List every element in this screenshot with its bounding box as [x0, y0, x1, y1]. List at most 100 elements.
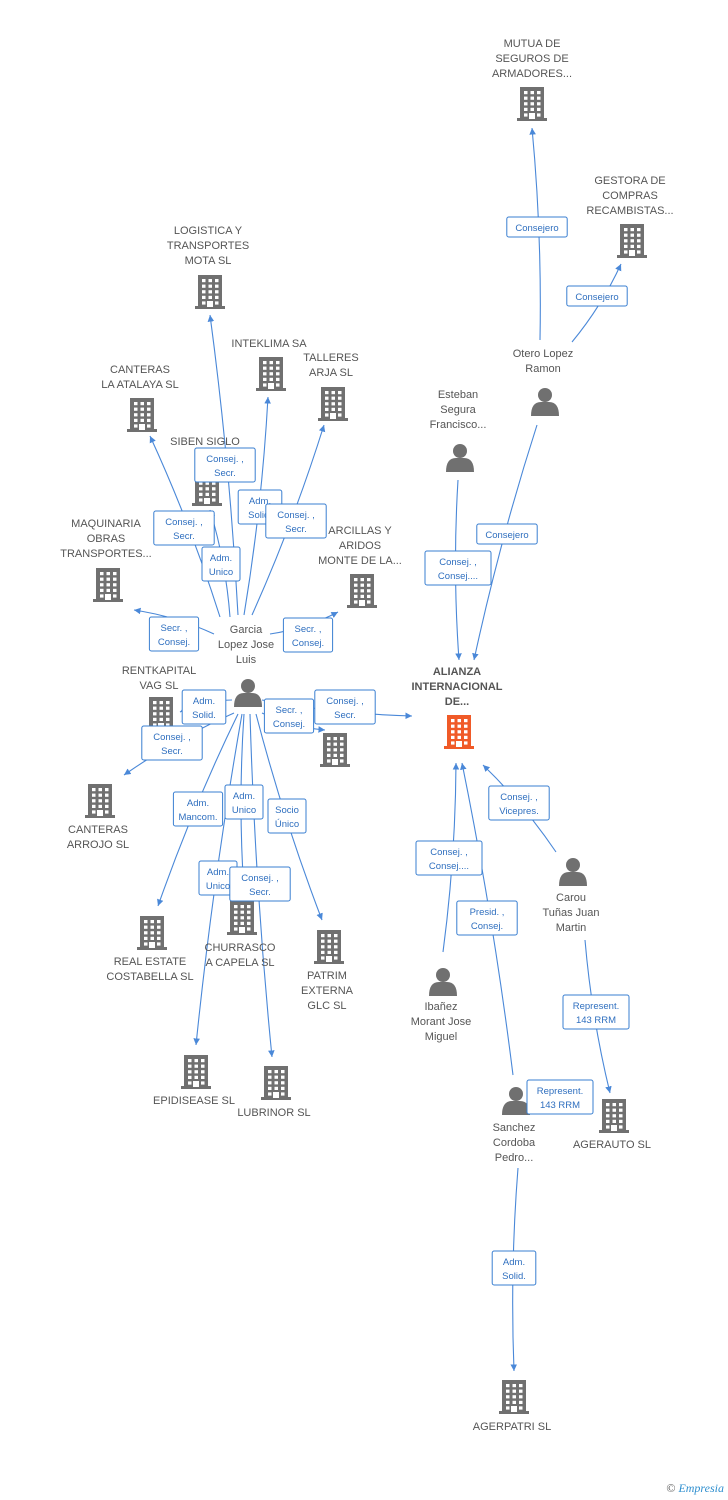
node-alianza[interactable]: ALIANZAINTERNACIONALDE... [411, 666, 503, 749]
edge-label-ibanez-to-alianza[interactable]: Consej. ,Consej.... [415, 840, 483, 876]
edge-label-text: Socio [275, 805, 299, 816]
building-icon [93, 568, 123, 602]
node-label: GLC SL [307, 1000, 346, 1012]
edge-label-garcia-to-epidisease[interactable]: Adm.Unico [198, 860, 238, 896]
edge-label-garcia-to-alianza[interactable]: Consej. ,Secr. [314, 689, 376, 725]
edge-label-sanchez-to-alianza[interactable]: Presid. ,Consej. [456, 900, 518, 936]
focus-building-icon [444, 715, 474, 749]
node-agerauto[interactable]: AGERAUTO SL [573, 1099, 651, 1151]
edge-label-garcia-to-rentkapital[interactable]: Adm.Solid. [181, 689, 227, 725]
edge-label-text: Adm. [249, 496, 271, 507]
edge-label-text: Consej. , [430, 847, 468, 858]
edge-label-otero-to-gestora[interactable]: Consejero [566, 285, 628, 307]
edge-label-text: Consej. [273, 719, 305, 730]
edge-label-text: Consej. , [165, 517, 203, 528]
edge-label-garcia-to-logistica[interactable]: Consej. ,Secr. [194, 447, 256, 483]
edge-label-text: Represent. [573, 1001, 619, 1012]
edge-label-text: 143 RRM [540, 1100, 580, 1111]
node-epidisease[interactable]: EPIDISEASE SL [153, 1055, 235, 1107]
node-sanchez[interactable]: SanchezCordobaPedro... [493, 1087, 536, 1164]
edge-label-garcia-to-churrasco[interactable]: Adm.Unico [224, 784, 264, 820]
node-label: MONTE DE LA... [318, 555, 402, 567]
node-label: PATRIM [307, 970, 347, 982]
edge-label-box [267, 798, 307, 834]
node-label: MAQUINARIA [71, 518, 141, 530]
node-label: Miguel [425, 1031, 457, 1043]
edge-label-text: Solid. [192, 710, 216, 721]
edge-label-garcia-to-arcillas[interactable]: Secr. ,Consej. [282, 617, 334, 653]
edge-label-text: Unico [206, 881, 230, 892]
edge-label-box [282, 617, 334, 653]
edge-label-carou-to-agerauto[interactable]: Represent.143 RRM [562, 994, 630, 1030]
node-agerpatri[interactable]: AGERPATRI SL [473, 1380, 551, 1433]
edge-label-box [263, 698, 315, 734]
node-unnamed[interactable] [320, 733, 350, 767]
edge-label-text: Secr. [249, 887, 271, 898]
node-lubrinor[interactable]: LUBRINOR SL [237, 1066, 311, 1119]
edge-label-sanchez-to-agerpatri[interactable]: Adm.Solid. [491, 1250, 537, 1286]
edge-label-text: Solid. [502, 1271, 526, 1282]
node-label: RECAMBISTAS... [586, 205, 673, 217]
node-label: LA ATALAYA SL [101, 379, 178, 391]
person-icon [446, 444, 474, 472]
edge-label-box [491, 1250, 537, 1286]
node-label: Martin [556, 922, 587, 934]
node-gestora[interactable]: GESTORA DECOMPRASRECAMBISTAS... [586, 175, 674, 258]
edge-label-garcia-to-realestate[interactable]: Adm.Mancom. [172, 791, 224, 827]
node-esteban[interactable]: EstebanSeguraFrancisco... [430, 389, 487, 472]
edge-label-garcia-to-talleres[interactable]: Consej. ,Secr. [265, 503, 327, 539]
node-label: LOGISTICA Y [174, 225, 243, 237]
node-label: ARJA SL [309, 367, 353, 379]
edge-label-garcia-to-atalaya[interactable]: Consej. ,Secr. [153, 510, 215, 546]
edge-label-garcia-to-siben[interactable]: Adm.Unico [201, 546, 241, 582]
node-label: ARIDOS [339, 540, 381, 552]
edge-label-box [314, 689, 376, 725]
edge-label-box [148, 616, 200, 652]
edge-label-text: Consej. , [153, 732, 191, 743]
node-label: AGERPATRI SL [473, 1421, 551, 1433]
edge-label-text: Consej. , [326, 696, 364, 707]
building-icon [137, 916, 167, 950]
node-label: Lopez Jose [218, 639, 274, 651]
edge-label-carou-to-alianza[interactable]: Consej. ,Vicepres. [488, 785, 550, 821]
edge-label-sanchez-to-agerauto[interactable]: Represent.143 RRM [526, 1079, 594, 1115]
edge-label-text: Consej. [158, 637, 190, 648]
node-label: Cordoba [493, 1137, 536, 1149]
building-icon [146, 697, 176, 731]
footer-copyright: © Empresia [666, 1481, 724, 1496]
node-label: Carou [556, 892, 586, 904]
edge-label-box [456, 900, 518, 936]
node-label: Francisco... [430, 419, 487, 431]
edge-label-text: Consejero [575, 292, 618, 303]
edge-label-esteban-to-alianza[interactable]: Consej. ,Consej.... [424, 550, 492, 586]
node-maquinaria[interactable]: MAQUINARIAOBRASTRANSPORTES... [60, 518, 152, 602]
edge-label-garcia-to-unnamed[interactable]: Secr. ,Consej. [263, 698, 315, 734]
node-label: Pedro... [495, 1152, 534, 1164]
node-inteklima[interactable]: INTEKLIMA SA [231, 338, 307, 391]
edge-label-text: Mancom. [178, 812, 217, 823]
edge-label-garcia-to-arrojo[interactable]: Consej. ,Secr. [141, 725, 203, 761]
person-icon [559, 858, 587, 886]
edge-label-otero-to-alianza[interactable]: Consejero [476, 523, 538, 545]
edge-label-garcia-to-lubrinor[interactable]: Consej. ,Secr. [229, 866, 291, 902]
edge-label-otero-to-mutua[interactable]: Consejero [506, 216, 568, 238]
edge-label-garcia-to-maquinaria[interactable]: Secr. ,Consej. [148, 616, 200, 652]
edge-label-text: Unico [209, 567, 233, 578]
brand-logo[interactable]: Empresia [678, 1481, 724, 1495]
edge-label-text: Unico [232, 805, 256, 816]
